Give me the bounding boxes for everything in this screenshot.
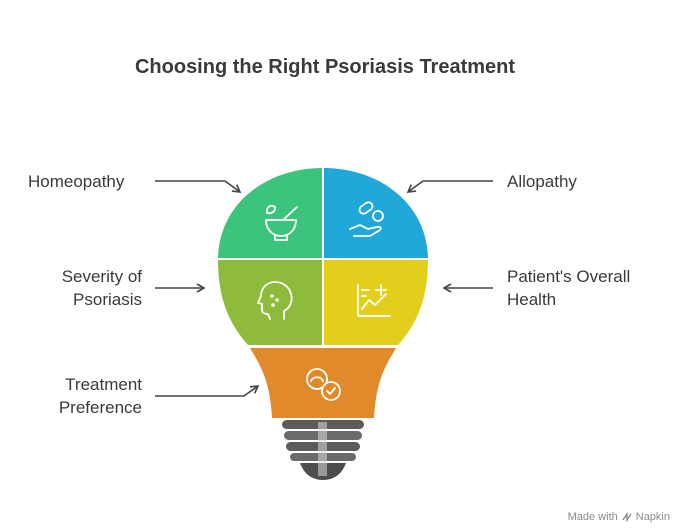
segment-homeopathy	[218, 168, 322, 258]
made-with-text: Made with	[567, 511, 618, 523]
segment-treatment-preference	[250, 348, 396, 418]
label-treatment-preference: Treatment Preference	[20, 373, 142, 419]
health-chart-icon	[357, 284, 391, 317]
preference-check-icon	[306, 368, 341, 401]
segment-overall-health	[324, 260, 428, 345]
label-severity: Severity of Psoriasis	[20, 265, 142, 311]
mortar-pestle-icon	[265, 204, 298, 241]
label-treatment-preference-line-2: Preference	[58, 398, 142, 417]
bulb-base	[282, 420, 364, 480]
pills-hand-icon	[349, 201, 384, 237]
arrow-homeopathy	[155, 180, 242, 193]
arrow-treatment-preference	[155, 385, 260, 397]
made-with-napkin-footer: Made with Napkin	[568, 511, 670, 523]
segment-severity	[218, 260, 322, 345]
label-overall-health-line-1: Patient's Overall	[507, 267, 631, 286]
label-overall-health-line-2: Health	[507, 290, 557, 309]
label-allopathy: Allopathy	[507, 172, 577, 191]
diagram-title: Choosing the Right Psoriasis Treatment	[134, 56, 516, 78]
connector-arrows	[155, 180, 493, 397]
label-severity-line-1: Severity of	[61, 267, 142, 286]
napkin-brand-text: Napkin	[635, 511, 670, 523]
head-skin-icon	[257, 281, 293, 320]
arrow-allopathy	[406, 180, 493, 193]
label-homeopathy: Homeopathy	[28, 172, 125, 191]
label-treatment-preference-line-1: Treatment	[65, 375, 142, 394]
label-overall-health: Patient's Overall Health	[507, 265, 630, 311]
segment-allopathy	[324, 168, 428, 258]
label-severity-line-2: Psoriasis	[73, 290, 142, 309]
napkin-logo-icon	[622, 512, 632, 522]
